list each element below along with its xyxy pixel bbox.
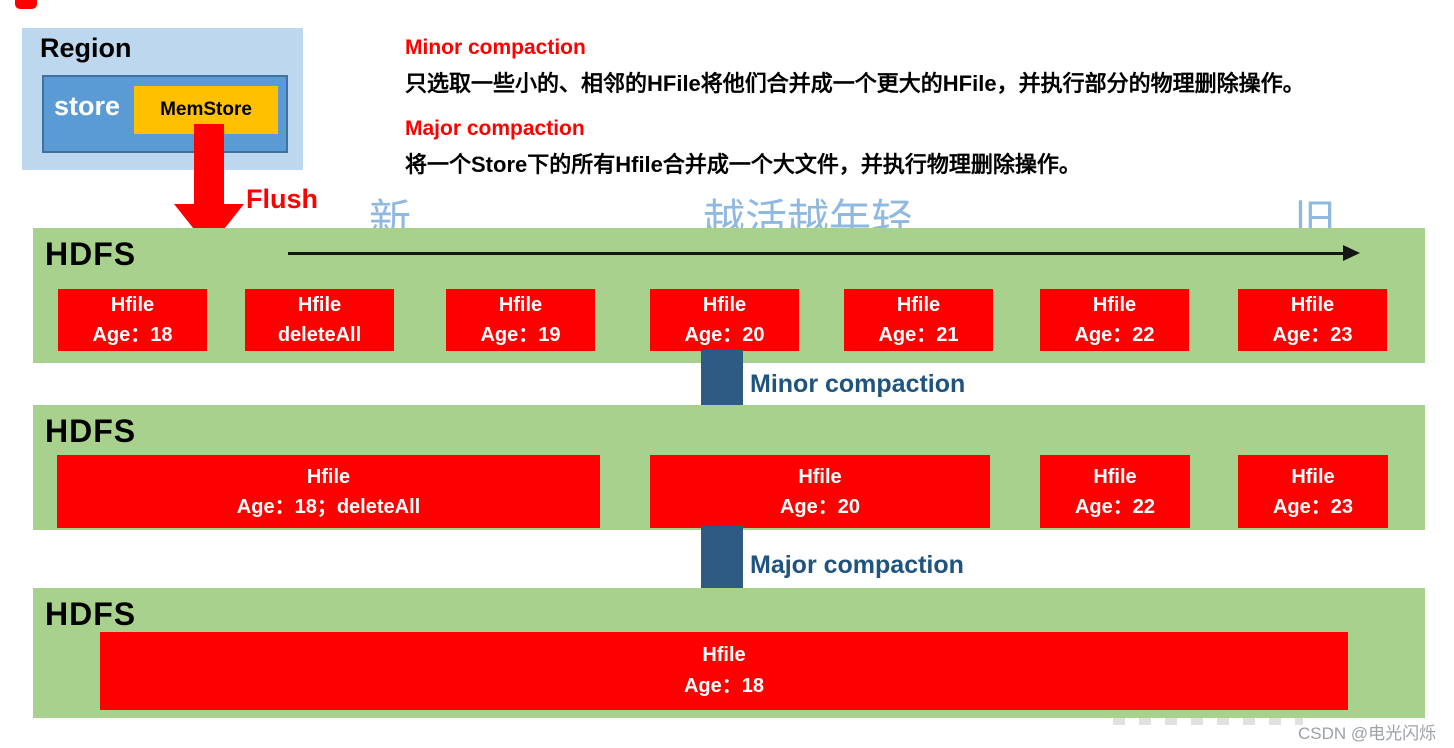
hfile-name: Hfile [896, 294, 941, 316]
hdfs-label-1: HDFS [45, 236, 137, 272]
hfile-box: Hfile Age：23 [1238, 455, 1388, 528]
hfile-box: Hfile Age：18 [100, 632, 1348, 710]
top-edge-red-fragment [15, 0, 37, 9]
hfile-box: Hfile Age：22 [1040, 455, 1190, 528]
hfile-age: Age：23 [1272, 495, 1354, 518]
major-compaction-arrow-shaft [701, 526, 743, 596]
csdn-watermark: CSDN @电光闪烁 [1298, 724, 1437, 743]
hfile-name: Hfile [702, 644, 746, 666]
major-compaction-note-desc: 将一个Store下的所有Hfile合并成一个大文件，并执行物理删除操作。 [405, 152, 1081, 177]
hfile-age: Age：21 [878, 324, 959, 346]
hfile-age: Age：23 [1272, 324, 1353, 346]
hfile-age: deleteAll [277, 324, 362, 346]
hdfs-band-3: HDFS Hfile Age：18 [33, 588, 1425, 718]
hfile-age: Age：18 [92, 324, 173, 346]
hfile-name: Hfile [1290, 294, 1335, 316]
hdfs-band-2: HDFS Hfile Age：18；deleteAll Hfile Age：20… [33, 405, 1425, 530]
hfile-age: Age：18；deleteAll [236, 495, 421, 518]
hfile-name: Hfile [110, 294, 155, 316]
hfile-box: Hfile deleteAll [245, 289, 394, 351]
hfile-name: Hfile [798, 465, 842, 488]
region-title: Region [40, 33, 132, 63]
hfile-name: Hfile [297, 294, 342, 316]
flush-label: Flush [246, 184, 318, 214]
hfile-age: Age：20 [684, 324, 765, 346]
hfile-name: Hfile [1291, 465, 1335, 488]
faint-watermark-strip [1113, 718, 1303, 725]
hfile-box: Hfile Age：23 [1238, 289, 1387, 351]
major-compaction-label: Major compaction [750, 551, 964, 579]
timeline-arrow-right-icon [1343, 245, 1360, 261]
hfile-box: Hfile Age：18；deleteAll [57, 455, 600, 528]
major-compaction-note-title: Major compaction [405, 117, 585, 140]
hfile-box: Hfile Age：19 [446, 289, 595, 351]
hfile-box: Hfile Age：20 [650, 289, 799, 351]
hfile-age: Age：22 [1074, 324, 1155, 346]
hfile-name: Hfile [498, 294, 543, 316]
hfile-age: Age：22 [1074, 495, 1156, 518]
hfile-name: Hfile [1093, 465, 1137, 488]
minor-compaction-note-desc: 只选取一些小的、相邻的HFile将他们合并成一个更大的HFile，并执行部分的物… [405, 71, 1305, 96]
hfile-box: Hfile Age：21 [844, 289, 993, 351]
hfile-name: Hfile [1092, 294, 1137, 316]
hdfs-label-2: HDFS [45, 413, 137, 449]
hdfs-label-3: HDFS [45, 596, 137, 632]
hfile-name: Hfile [306, 465, 351, 488]
hfile-name: Hfile [702, 294, 747, 316]
hfile-age: Age：19 [480, 324, 561, 346]
flush-arrow-shaft [194, 124, 224, 206]
minor-compaction-label: Minor compaction [750, 370, 966, 398]
hfile-box: Hfile Age：18 [58, 289, 207, 351]
minor-compaction-note-title: Minor compaction [405, 36, 586, 59]
hfile-box: Hfile Age：22 [1040, 289, 1189, 351]
hfile-age: Age：18 [683, 675, 765, 697]
hfile-age: Age：20 [779, 495, 861, 518]
hfile-box: Hfile Age：20 [650, 455, 990, 528]
store-label: store [54, 91, 121, 121]
timeline-arrow-line [288, 252, 1345, 255]
hdfs-band-1: HDFS Hfile Age：18 Hfile deleteAll Hfile … [33, 228, 1425, 363]
